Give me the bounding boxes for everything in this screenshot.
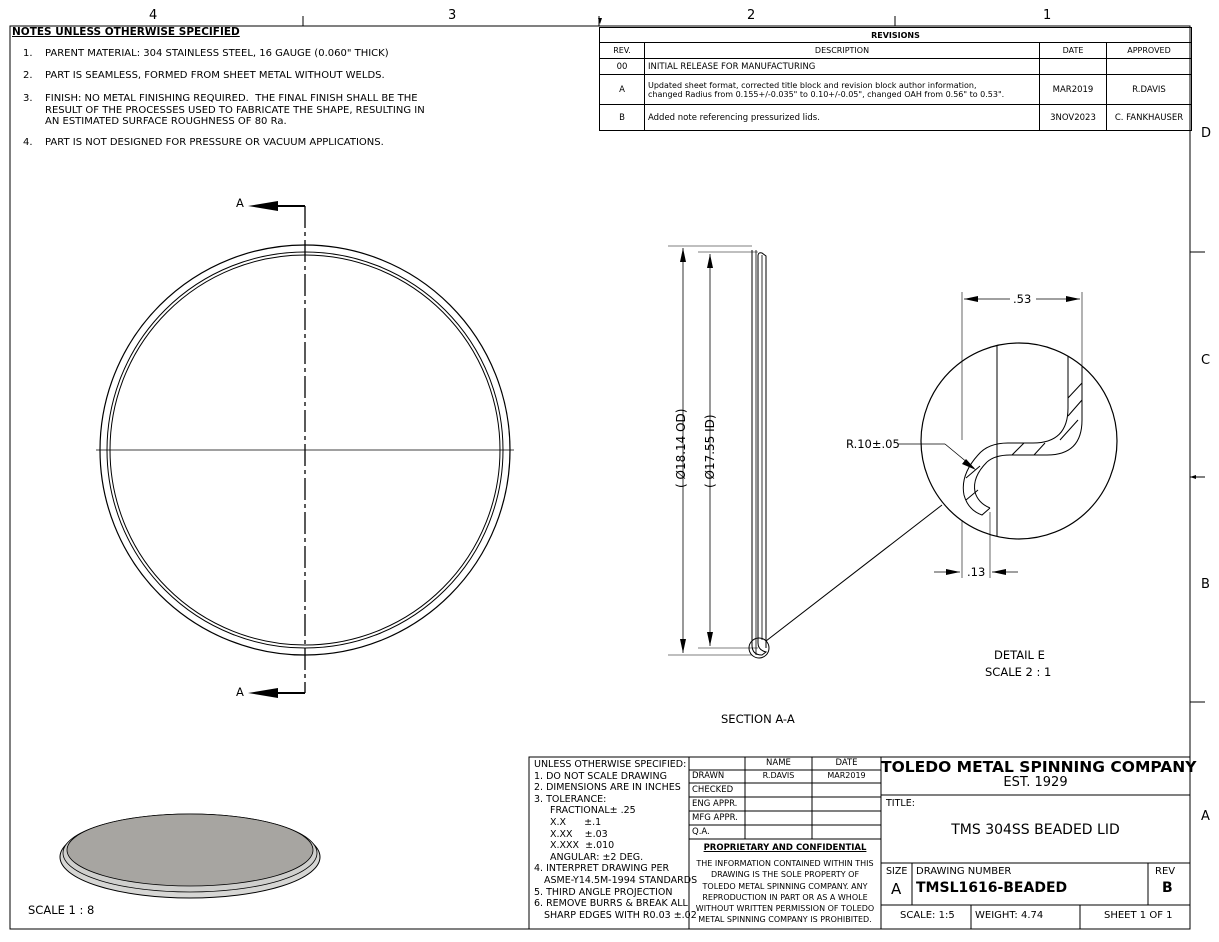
proprietary-line: WITHOUT WRITTEN PERMISSION OF TOLEDO bbox=[695, 904, 875, 914]
dimension-width: .53 bbox=[1013, 292, 1032, 306]
spec-line: X.XXX ±.010 bbox=[550, 840, 615, 852]
revision-date: 3NOV2023 bbox=[1039, 104, 1107, 131]
revision-row: A Updated sheet format, corrected title … bbox=[599, 74, 1192, 105]
sig-role: CHECKED bbox=[692, 785, 734, 795]
drawing-number: TMSL1616-BEADED bbox=[916, 880, 1068, 896]
spec-line: ASME-Y14.5M-1994 STANDARDS bbox=[544, 874, 698, 886]
spec-line: 4. INTERPRET DRAWING PER bbox=[534, 863, 670, 875]
proprietary-line: REPRODUCTION IN PART OR AS A WHOLE bbox=[702, 892, 868, 902]
rev-value: B bbox=[1162, 880, 1173, 896]
proprietary-text: THE INFORMATION CONTAINED WITHIN THIS DR… bbox=[689, 858, 881, 926]
revision-approved: C. FANKHAUSER bbox=[1106, 104, 1192, 131]
zone-label-right-c: C bbox=[1201, 353, 1211, 368]
note-item: 1. PARENT MATERIAL: 304 STAINLESS STEEL,… bbox=[23, 48, 463, 60]
size-label: SIZE bbox=[886, 866, 908, 877]
note-item: 4. PART IS NOT DESIGNED FOR PRESSURE OR … bbox=[23, 137, 463, 149]
revision-row: 00 INITIAL RELEASE FOR MANUFACTURING bbox=[599, 58, 1192, 75]
detail-scale: SCALE 2 : 1 bbox=[985, 665, 1052, 679]
note-number: 2. bbox=[23, 70, 33, 81]
revision-row: B Added note referencing pressurized lid… bbox=[599, 104, 1192, 131]
note-number: 4. bbox=[23, 137, 33, 148]
rev-label: REV bbox=[1155, 866, 1176, 877]
zone-label-top-3: 3 bbox=[448, 8, 457, 23]
note-text: PARENT MATERIAL: 304 STAINLESS STEEL, 16… bbox=[45, 48, 389, 59]
sig-role: Q.A. bbox=[692, 827, 710, 837]
note-item: 3. FINISH: NO METAL FINISHING REQUIRED. … bbox=[23, 93, 463, 129]
note-text: PART IS SEAMLESS, FORMED FROM SHEET META… bbox=[45, 70, 385, 81]
sig-name: R.DAVIS bbox=[762, 771, 795, 780]
sig-role: MFG APPR. bbox=[692, 813, 738, 823]
spec-line: SHARP EDGES WITH R0.03 ±.02 bbox=[544, 909, 697, 921]
revision-rev: B bbox=[599, 104, 645, 131]
proprietary-line: TOLEDO METAL SPINNING COMPANY. ANY bbox=[702, 881, 868, 891]
revision-rev: A bbox=[599, 74, 645, 105]
title-label: TITLE: bbox=[886, 798, 915, 809]
zone-label-right-a: A bbox=[1201, 809, 1210, 824]
drawing-title: TMS 304SS BEADED LID bbox=[951, 822, 1120, 838]
company-est: EST. 1929 bbox=[1003, 775, 1068, 790]
spec-line: 1. DO NOT SCALE DRAWING bbox=[534, 770, 667, 782]
proprietary-line: THE INFORMATION CONTAINED WITHIN THIS bbox=[696, 859, 874, 868]
sig-header-name: NAME bbox=[766, 758, 791, 768]
spec-line: 5. THIRD ANGLE PROJECTION bbox=[534, 886, 673, 898]
spec-line: X.X ±.1 bbox=[550, 816, 602, 828]
spec-line: FRACTIONAL± .25 bbox=[550, 805, 636, 817]
revisions-table: REVISIONS REV. DESCRIPTION DATE APPROVED… bbox=[599, 27, 1192, 131]
note-text: PART IS NOT DESIGNED FOR PRESSURE OR VAC… bbox=[45, 137, 384, 148]
revision-description: Updated sheet format, corrected title bl… bbox=[644, 74, 1040, 105]
isometric-scale: SCALE 1 : 8 bbox=[28, 903, 95, 917]
zone-label-right-b: B bbox=[1201, 577, 1210, 592]
zone-label-right-d: D bbox=[1201, 126, 1212, 141]
weight-field: WEIGHT: 4.74 bbox=[975, 910, 1044, 921]
dimension-radius: R.10±.05 bbox=[846, 437, 900, 451]
spec-line: 3. TOLERANCE: bbox=[534, 793, 607, 805]
company-name: TOLEDO METAL SPINNING COMPANY bbox=[881, 758, 1197, 776]
notes-title: NOTES UNLESS OTHERWISE SPECIFIED bbox=[12, 26, 240, 38]
sheet-field: SHEET 1 OF 1 bbox=[1104, 910, 1173, 921]
section-marker-bottom: A bbox=[236, 685, 244, 699]
note-number: 1. bbox=[23, 48, 33, 59]
spec-line: ANGULAR: ±2 DEG. bbox=[550, 851, 644, 863]
zone-label-top-1: 1 bbox=[1043, 8, 1052, 23]
revision-description: Added note referencing pressurized lids. bbox=[644, 104, 1040, 131]
size-value: A bbox=[891, 880, 902, 898]
detail-label: DETAIL E bbox=[994, 648, 1045, 662]
zone-label-top-4: 4 bbox=[149, 8, 158, 23]
sig-date: MAR2019 bbox=[827, 771, 866, 780]
note-number: 3. bbox=[23, 93, 33, 104]
drawing-number-label: DRAWING NUMBER bbox=[916, 866, 1012, 877]
proprietary-line: METAL SPINNING COMPANY IS PROHIBITED. bbox=[698, 915, 872, 925]
sig-header-date: DATE bbox=[835, 758, 858, 768]
dimension-small: .13 bbox=[967, 565, 986, 579]
proprietary-line: DRAWING IS THE SOLE PROPERTY OF bbox=[710, 870, 860, 880]
sig-role: DRAWN bbox=[692, 771, 725, 781]
scale-field: SCALE: 1:5 bbox=[900, 910, 955, 921]
spec-line: 2. DIMENSIONS ARE IN INCHES bbox=[534, 782, 681, 794]
note-text: FINISH: NO METAL FINISHING REQUIRED. THE… bbox=[45, 93, 425, 127]
spec-line: 6. REMOVE BURRS & BREAK ALL bbox=[534, 898, 688, 910]
tolerance-spec-block: UNLESS OTHERWISE SPECIFIED: 1. DO NOT SC… bbox=[534, 759, 698, 921]
revision-approved: R.DAVIS bbox=[1106, 74, 1192, 105]
section-label: SECTION A-A bbox=[721, 712, 795, 726]
note-item: 2. PART IS SEAMLESS, FORMED FROM SHEET M… bbox=[23, 70, 463, 82]
spec-line: UNLESS OTHERWISE SPECIFIED: bbox=[534, 759, 687, 770]
spec-line: X.XX ±.03 bbox=[550, 828, 608, 840]
revision-date: MAR2019 bbox=[1039, 74, 1107, 105]
sig-role: ENG APPR. bbox=[692, 799, 738, 809]
zone-label-top-2: 2 bbox=[747, 8, 756, 23]
section-marker-top: A bbox=[236, 196, 244, 210]
proprietary-title: PROPRIETARY AND CONFIDENTIAL bbox=[703, 843, 867, 853]
